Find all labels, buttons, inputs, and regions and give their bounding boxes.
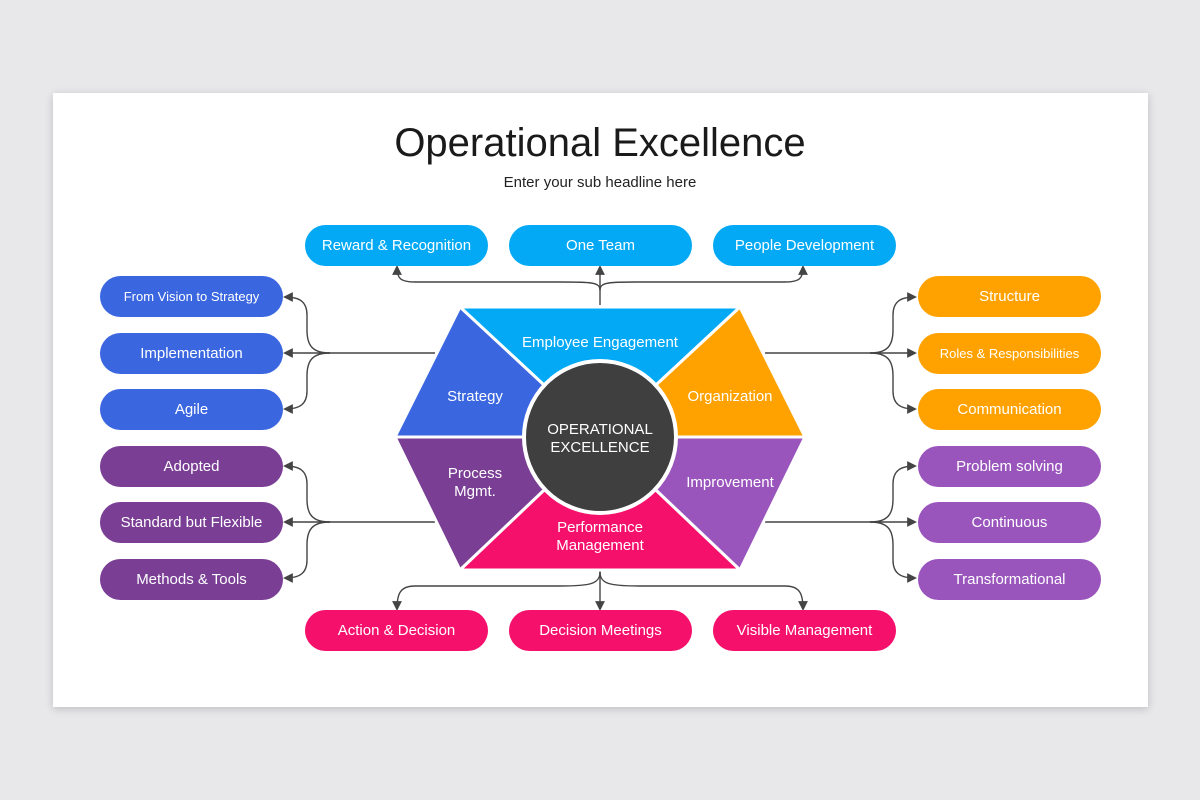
pill-people-development: People Development xyxy=(713,225,896,266)
page-title: Operational Excellence xyxy=(394,121,806,165)
segment-bottom-label-line2: Management xyxy=(556,537,644,554)
segment-lower-left-label-line1: Process xyxy=(448,465,502,482)
pill-visible-management: Visible Management xyxy=(713,610,896,651)
segment-lower-right-label: Improvement xyxy=(686,474,774,491)
center-label-line2: EXCELLENCE xyxy=(550,439,649,456)
segment-upper-right-label: Organization xyxy=(687,388,772,405)
pill-standard-but-flexible: Standard but Flexible xyxy=(100,502,283,543)
connector-right-lower-top xyxy=(869,461,917,523)
pill-decision-meetings: Decision Meetings xyxy=(509,610,692,651)
pill-transformational: Transformational xyxy=(918,559,1101,600)
segment-upper-left-label: Strategy xyxy=(447,388,503,405)
connector-top-left xyxy=(392,265,601,291)
connectors xyxy=(283,265,917,611)
page-subtitle: Enter your sub headline here xyxy=(503,174,697,191)
segment-bottom-label-line1: Performance xyxy=(557,519,643,536)
connector-left-upper-top xyxy=(283,292,331,354)
pill-structure: Structure xyxy=(918,276,1101,317)
pill-reward-recognition: Reward & Recognition xyxy=(305,225,488,266)
connector-right-upper-top xyxy=(869,292,917,354)
connector-right-lower-bottom xyxy=(869,521,917,583)
connector-bottom-right xyxy=(599,571,808,611)
segment-top-label: Employee Engagement xyxy=(522,334,679,351)
pill-methods-tools: Methods & Tools xyxy=(100,559,283,600)
pill-implementation: Implementation xyxy=(100,333,283,374)
pill-adopted: Adopted xyxy=(100,446,283,487)
connector-right-upper-bottom xyxy=(869,352,917,414)
segment-lower-left-label-line2: Mgmt. xyxy=(454,483,496,500)
pill-roles-responsibilities: Roles & Responsibilities xyxy=(918,333,1101,374)
pill-agile: Agile xyxy=(100,389,283,430)
center-label-line1: OPERATIONAL xyxy=(547,421,653,438)
pill-problem-solving: Problem solving xyxy=(918,446,1101,487)
connector-left-upper-bottom xyxy=(283,352,331,414)
connector-left-lower-top xyxy=(283,461,331,523)
connector-left-lower-bottom xyxy=(283,521,331,583)
pill-action-decision: Action & Decision xyxy=(305,610,488,651)
pill-communication: Communication xyxy=(918,389,1101,430)
connector-bottom-left xyxy=(392,571,601,611)
pill-from-vision-to-strategy: From Vision to Strategy xyxy=(100,276,283,317)
connector-top-right xyxy=(599,265,808,291)
pill-continuous: Continuous xyxy=(918,502,1101,543)
pill-one-team: One Team xyxy=(509,225,692,266)
center-circle xyxy=(522,359,678,515)
